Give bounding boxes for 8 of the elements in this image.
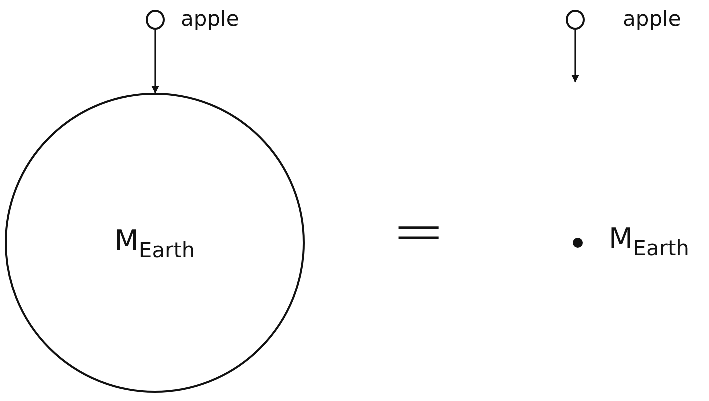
arrow [152,30,160,94]
object-label: apple [181,6,240,31]
mass-label: M$_{Earth}$ [114,224,196,262]
equals-sign: = [392,200,446,264]
arrow [572,30,580,83]
object-label: M$_{Earth}$ [609,222,690,260]
object-label: apple [623,6,682,31]
earth-circle [5,93,305,393]
